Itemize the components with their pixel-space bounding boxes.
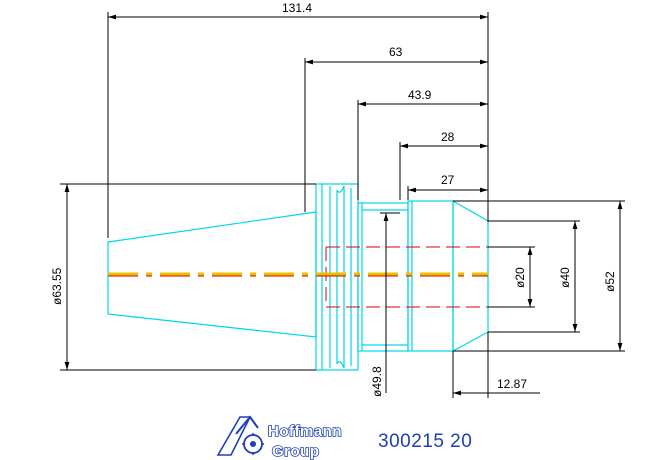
dim-body-length: 28 xyxy=(441,130,455,144)
collar xyxy=(357,202,409,352)
dim-overall-length: 131.4 xyxy=(282,1,312,15)
bore-hidden-lines xyxy=(325,246,488,308)
dim-neck-diameter: ø40 xyxy=(558,267,572,288)
center-line xyxy=(108,272,488,277)
dim-bore-diameter: ø20 xyxy=(513,267,527,288)
dim-chamfer-length: 12.87 xyxy=(497,377,527,391)
brand-name-line1: Hoffmann xyxy=(268,423,342,440)
dim-shank-to-end: 63 xyxy=(389,45,403,59)
dim-flange-diameter: ø63.55 xyxy=(50,267,64,305)
dim-body-diameter: ø49.8 xyxy=(370,366,384,397)
dim-nose-length: 27 xyxy=(441,173,455,187)
part-outline xyxy=(107,183,489,371)
dim-collar-to-end: 43.9 xyxy=(408,88,432,102)
hoffmann-logo-icon xyxy=(216,415,264,456)
brand-name-line2: Group xyxy=(272,443,320,460)
part-number: 300215 20 xyxy=(378,431,473,452)
dim-nose-diameter: ø52 xyxy=(603,271,617,292)
dimension-lines xyxy=(60,12,625,398)
